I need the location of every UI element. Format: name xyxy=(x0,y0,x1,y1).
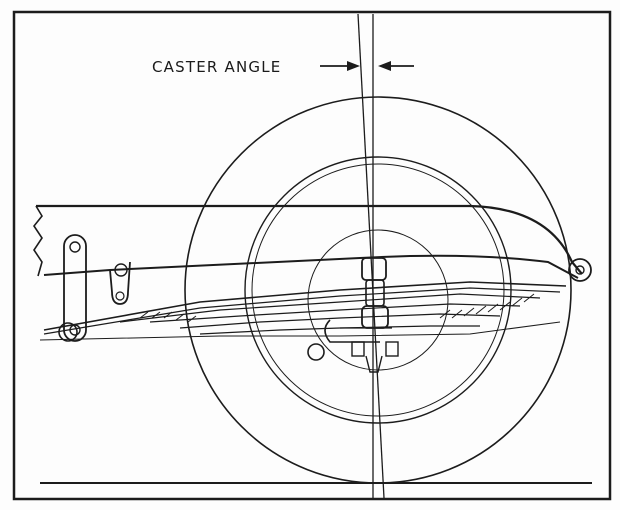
kingpin-axis-line xyxy=(357,13,385,499)
spring-eye xyxy=(58,322,78,342)
king-pin-assembly xyxy=(307,257,399,373)
tire-outer xyxy=(184,96,572,484)
spring-hanger xyxy=(109,261,131,305)
frame-rail xyxy=(33,204,592,282)
caster-angle-label: CASTER ANGLE xyxy=(152,58,281,76)
leaf-spring xyxy=(39,281,567,341)
frame-border xyxy=(12,10,612,501)
caster-angle-arrows xyxy=(320,61,414,71)
